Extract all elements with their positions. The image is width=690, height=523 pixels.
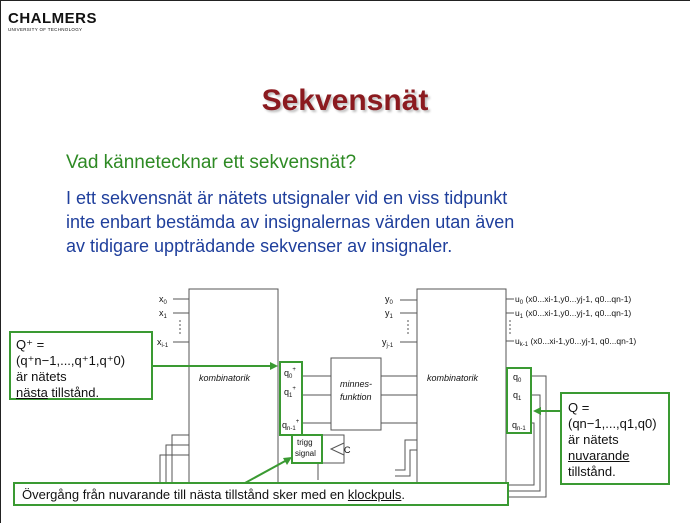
output-1: u1 (x0...xi-1,y0...yj-1, q0...qn-1) — [515, 308, 631, 320]
transition-annotation: Övergång från nuvarande till nästa tills… — [13, 482, 509, 506]
right-combinational-block — [416, 288, 507, 488]
next-state-formula: Q⁺ = (q⁺n−1,...,q⁺1,q⁺0) — [16, 337, 126, 368]
logo-name: CHALMERS — [8, 10, 97, 27]
state-0: q0 — [513, 372, 522, 384]
current-state-word: nuvarande — [568, 448, 630, 463]
right-input-2: yj-1 — [382, 337, 394, 349]
next-state-rest: tillstånd. — [47, 385, 100, 400]
slide-border-top — [0, 0, 690, 1]
current-state-line4: tillstånd. — [568, 464, 616, 479]
current-state-annotation: Q = (qn−1,...,q1,q0) är nätets nuvarande… — [560, 392, 670, 485]
trigger-label-1: trigg — [297, 438, 313, 447]
state-n: qn-1 — [512, 420, 526, 432]
next-state-line3: nästa tillstånd. — [16, 385, 146, 401]
output-0: u0 (x0...xi-1,y0...yj-1, q0...qn-1) — [515, 294, 631, 306]
transition-word: klockpuls — [347, 487, 402, 502]
next-state-1: q1+ — [284, 386, 296, 399]
right-input-1: y1 — [385, 308, 394, 320]
body-paragraph: I ett sekvensnät är nätets utsignaler vi… — [66, 186, 514, 258]
left-input-1: x1 — [159, 308, 168, 320]
left-input-0: x0 — [159, 294, 168, 306]
memory-label-1: minnes- — [340, 379, 372, 389]
trigger-highlight — [291, 434, 323, 464]
question-heading: Vad kännetecknar ett sekvensnät? — [66, 152, 357, 173]
state-1: q1 — [513, 390, 522, 402]
current-state-highlight — [506, 367, 532, 434]
body-line-2: inte enbart bestämda av insignalernas vä… — [66, 212, 515, 232]
slide-border-left — [0, 0, 1, 523]
current-state-formula: Q = (qn−1,...,q1,q0) — [568, 400, 657, 431]
clock-label: C — [344, 445, 351, 455]
memory-block — [330, 357, 382, 431]
trigger-label-2: signal — [295, 449, 316, 458]
chalmers-logo: CHALMERS UNIVERSITY OF TECHNOLOGY — [8, 11, 97, 32]
transition-suffix: . — [401, 487, 405, 502]
slide-title: Sekvensnät — [261, 84, 429, 117]
output-k: uk-1 (x0...xi-1,y0...yj-1, q0...qn-1) — [515, 336, 636, 348]
body-line-1: I ett sekvensnät är nätets utsignaler vi… — [66, 188, 508, 208]
left-block-label: kombinatorik — [199, 373, 251, 383]
memory-label-2: funktion — [340, 392, 372, 402]
left-input-2: xi-1 — [157, 337, 169, 349]
next-state-n: qn-1+ — [282, 419, 300, 432]
next-state-0: q0+ — [284, 367, 296, 380]
body-line-3: av tidigare uppträdande sekvenser av ins… — [66, 236, 453, 256]
left-combinational-block — [188, 288, 279, 488]
next-state-annotation: Q⁺ = (q⁺n−1,...,q⁺1,q⁺0) är nätets nästa… — [9, 331, 153, 400]
right-block-label: kombinatorik — [427, 373, 479, 383]
clock-box — [291, 434, 345, 464]
right-input-0: y0 — [385, 294, 394, 306]
next-state-word: nästa — [16, 385, 48, 400]
logo-subtitle: UNIVERSITY OF TECHNOLOGY — [8, 27, 83, 32]
next-state-line2: är nätets — [16, 369, 67, 384]
current-state-line2: är nätets — [568, 432, 619, 447]
transition-prefix: Övergång från nuvarande till nästa tills… — [22, 487, 348, 502]
